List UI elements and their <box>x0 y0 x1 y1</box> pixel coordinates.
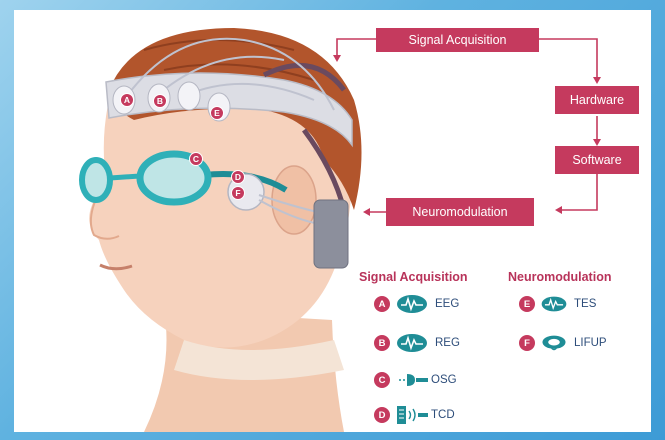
legend-badge: D <box>374 407 390 423</box>
legend-label: LIFUP <box>574 337 607 349</box>
brain-wave-icon <box>395 294 429 314</box>
legend-title-signal: Signal Acquisition <box>359 270 468 284</box>
legend-badge: B <box>374 335 390 351</box>
head-illustration <box>14 10 651 432</box>
legend-item-tcd: D TCD <box>374 404 455 426</box>
flow-neuromodulation: Neuromodulation <box>386 198 534 226</box>
flow-software: Software <box>555 146 639 174</box>
goggle-left <box>82 160 110 200</box>
legend-item-tes: E TES <box>519 293 596 315</box>
flow-arrows <box>337 39 597 212</box>
flow-hardware: Hardware <box>555 86 639 114</box>
legend-item-osg: C OSG <box>374 369 457 391</box>
legend-item-reg: B REG <box>374 332 460 354</box>
electrode <box>178 82 200 110</box>
legend-label: EEG <box>435 298 459 310</box>
brain-wave-icon <box>540 294 568 314</box>
brain-wave-icon <box>395 333 429 353</box>
legend-badge: C <box>374 372 390 388</box>
eye-sensor-icon <box>395 370 429 390</box>
legend-badge: F <box>519 335 535 351</box>
legend-label: OSG <box>431 374 457 386</box>
node-badge-b: B <box>153 94 167 108</box>
legend-label: REG <box>435 337 460 349</box>
brain-ultrasound-icon <box>540 333 568 353</box>
diagram-panel: A B C D E F Signal Acquisition Hardware … <box>14 10 651 432</box>
ultrasound-probe-icon <box>395 405 429 425</box>
legend-label: TCD <box>431 409 455 421</box>
ear <box>272 166 316 234</box>
legend-item-eeg: A EEG <box>374 293 459 315</box>
legend-item-lifup: F LIFUP <box>519 332 607 354</box>
node-badge-f: F <box>231 186 245 200</box>
legend-title-neuro: Neuromodulation <box>508 270 611 284</box>
flow-signal-acquisition: Signal Acquisition <box>376 28 539 52</box>
legend-label: TES <box>574 298 596 310</box>
legend-badge: A <box>374 296 390 312</box>
back-module <box>314 200 348 268</box>
node-badge-e: E <box>210 106 224 120</box>
node-badge-d: D <box>231 170 245 184</box>
node-badge-c: C <box>189 152 203 166</box>
node-badge-a: A <box>120 93 134 107</box>
legend-badge: E <box>519 296 535 312</box>
